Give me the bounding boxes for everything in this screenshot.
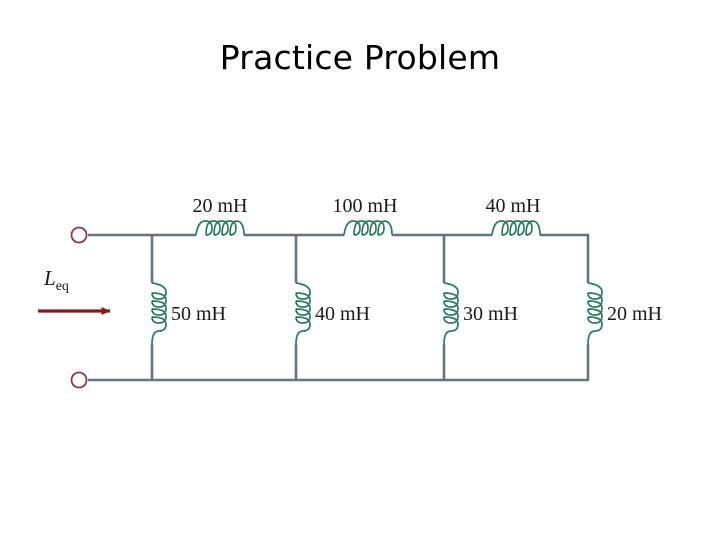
leq-subscript: eq (55, 279, 69, 295)
series-inductor-3-label: 40 mH (485, 195, 541, 217)
leq-symbol: L (44, 266, 56, 290)
shunt-inductor-3-label: 30 mH (463, 303, 518, 325)
bottom-terminal-node (70, 371, 88, 389)
page-title: Practice Problem (219, 38, 501, 77)
series-inductor-1-coil (195, 220, 245, 236)
shunt-inductor-2-coil (295, 282, 311, 345)
shunt-inductor-1-label: 50 mH (171, 303, 226, 325)
top-terminal-node (70, 226, 88, 244)
series-inductor-2-coil (343, 220, 393, 236)
leq-label: Leq (44, 268, 69, 294)
series-inductor-3-coil (491, 220, 541, 236)
wires-group (88, 233, 590, 382)
shunt-inductor-4-coil (587, 282, 603, 345)
series-inductor-2-label: 100 mH (332, 195, 398, 217)
shunt-inductor-3-coil (443, 282, 459, 345)
shunt-inductor-2-label: 40 mH (315, 303, 370, 325)
series-inductor-1-label: 20 mH (192, 195, 248, 217)
shunt-inductor-1-coil (151, 282, 167, 345)
shunt-inductor-4-label: 20 mH (607, 303, 662, 325)
